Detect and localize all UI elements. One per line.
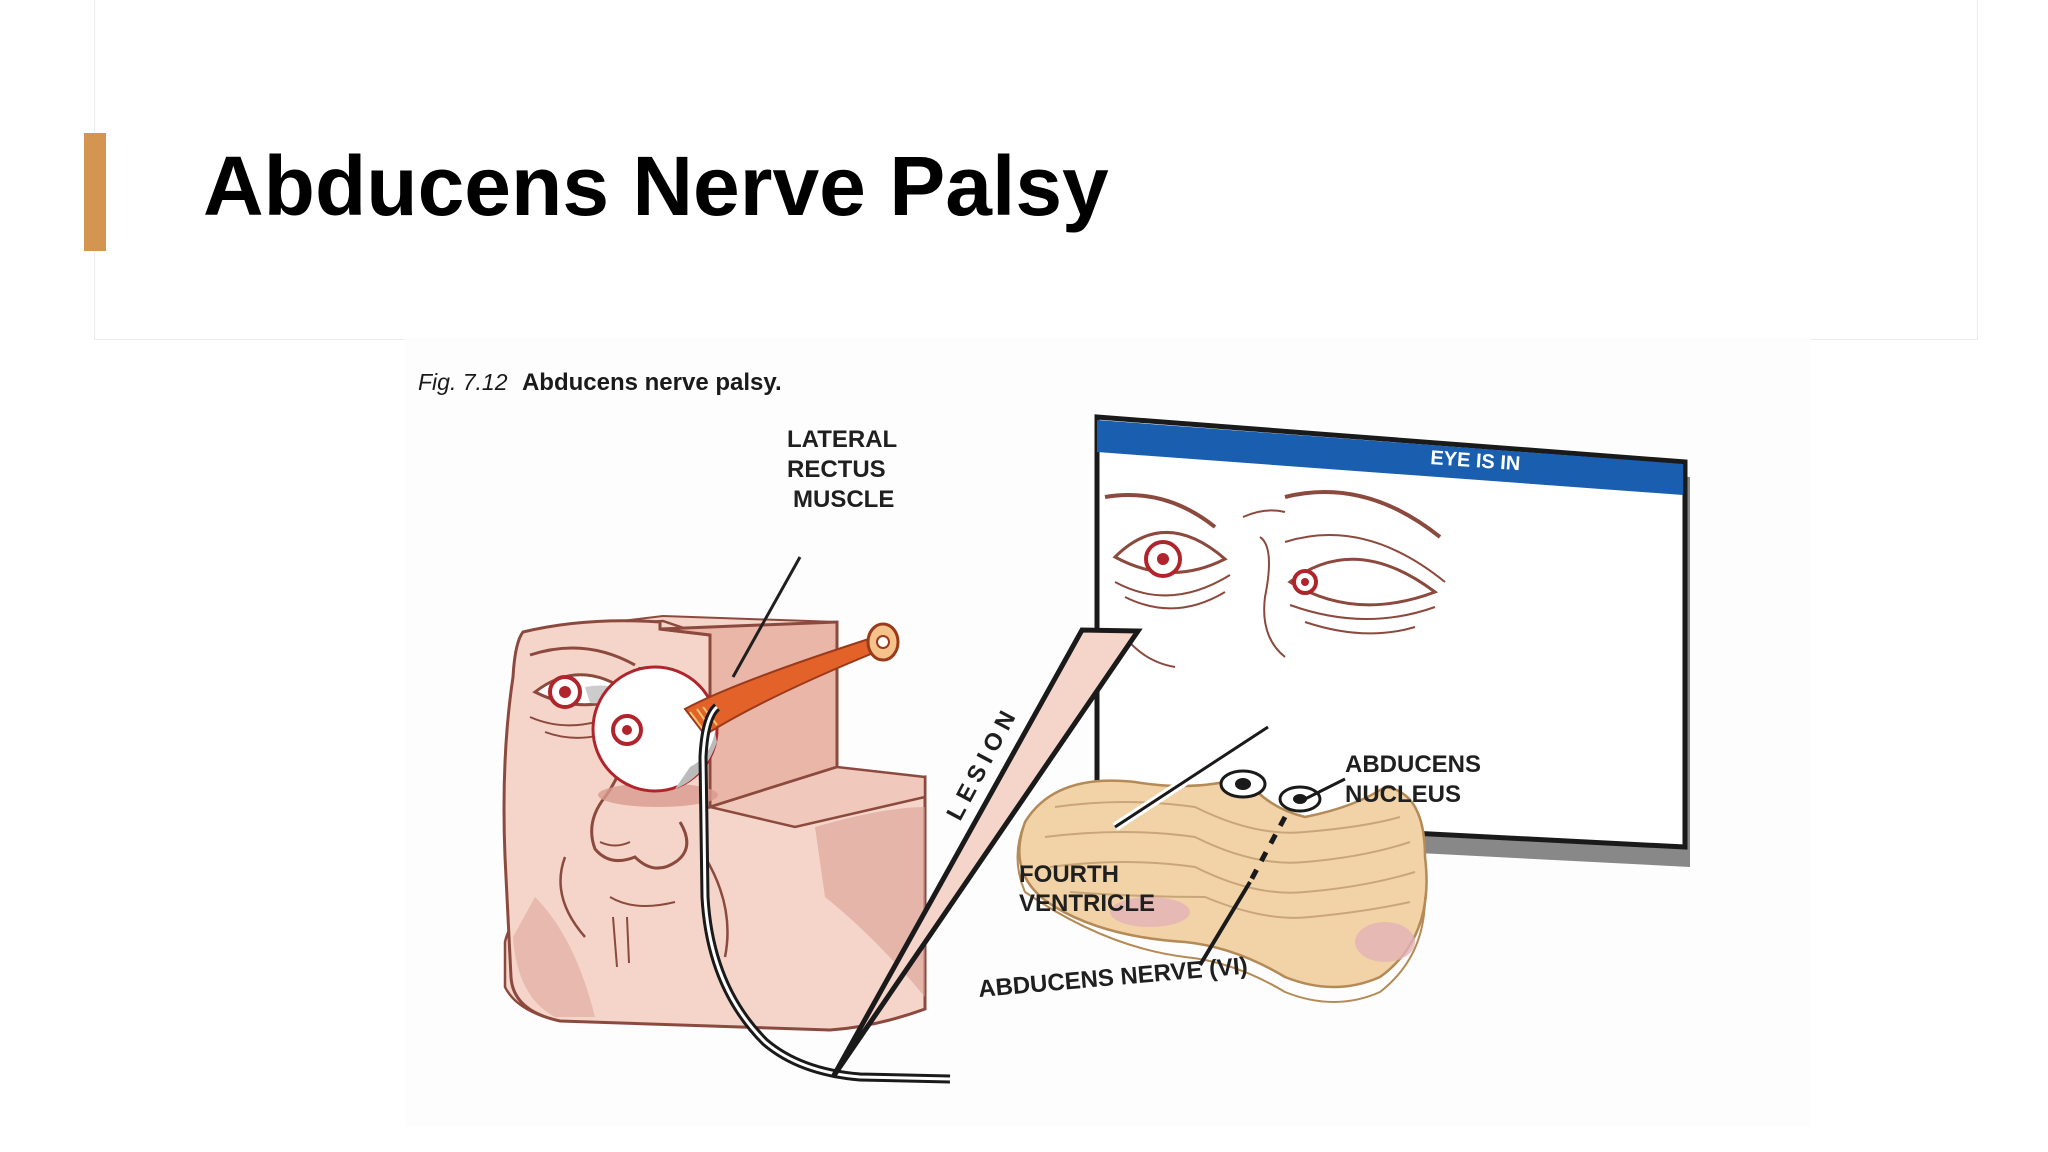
abducens-nucleus-label: ABDUCENS NUCLEUS xyxy=(1345,751,1488,808)
brainstem-section xyxy=(1016,769,1428,1003)
eye-is-in-banner xyxy=(1097,420,1683,495)
figure-caption-number: Fig. 7.12 xyxy=(418,369,508,395)
slide-title: Abducens Nerve Palsy xyxy=(203,139,1109,233)
lateral-rectus-label: LATERAL RECTUS MUSCLE xyxy=(787,426,903,513)
lateral-rectus-pointer xyxy=(731,556,802,678)
lesion-beam xyxy=(830,627,1143,1079)
fourth-ventricle-pointer xyxy=(1114,725,1269,829)
eyeball-with-lateral-rectus xyxy=(591,622,900,807)
figure-caption-text: Abducens nerve palsy. xyxy=(522,369,782,396)
figure-panel: Fig. 7.12 Abducens nerve palsy. xyxy=(405,337,1810,1127)
title-accent-bar xyxy=(84,133,106,251)
abducens-nerve-label: ABDUCENS NERVE (VI) xyxy=(977,953,1249,1003)
abducens-nucleus-pointer xyxy=(1304,777,1346,801)
abducens-nerve-pointer xyxy=(1198,880,1252,967)
fourth-ventricle-label: FOURTH VENTRICLE xyxy=(1019,861,1155,917)
abducens-palsy-illustration: Fig. 7.12 Abducens nerve palsy. xyxy=(418,369,1690,1084)
figure-caption: Fig. 7.12 Abducens nerve palsy. xyxy=(418,369,782,396)
